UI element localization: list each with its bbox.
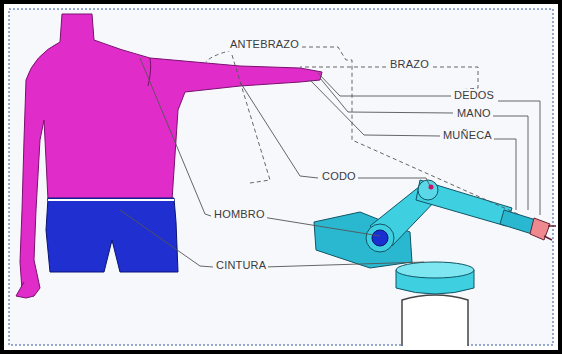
forearm-leader-human <box>232 55 270 183</box>
robot-pedestal <box>402 295 468 346</box>
part-label: HOMBRO <box>212 208 267 221</box>
waist-leader-human <box>120 210 213 267</box>
robot-forearm <box>416 180 512 226</box>
fingers-leader-human <box>318 73 451 96</box>
wrist-leader-human <box>310 80 440 136</box>
fingers-leader <box>498 101 540 215</box>
forearm-leader-robot <box>288 47 520 215</box>
human-body <box>20 14 322 296</box>
part-label: DEDOS <box>452 89 496 102</box>
robot-shoulder-hub <box>372 230 388 246</box>
shoulder-leader-human <box>140 58 211 216</box>
part-label: CINTURA <box>214 259 268 272</box>
part-label: MUÑECA <box>441 129 494 142</box>
human-figure <box>16 14 322 298</box>
leader-lines <box>120 47 540 267</box>
human-hand <box>16 282 34 298</box>
elbow-leader-human <box>240 82 318 178</box>
waistband <box>48 199 174 201</box>
hand-leader-human <box>320 78 453 113</box>
arm-leader-robot <box>426 67 478 90</box>
inner-frame <box>9 9 553 345</box>
robot-fingers <box>544 226 556 240</box>
human-shorts <box>46 198 178 272</box>
part-label: BRAZO <box>388 58 431 71</box>
robot-base-top <box>396 262 474 278</box>
part-label: CODO <box>320 170 358 183</box>
forearm-leader-human-arm <box>206 50 232 62</box>
arm-leader-human <box>300 67 386 68</box>
elbow-leader <box>352 178 430 186</box>
part-label: ANTEBRAZO <box>228 38 301 51</box>
robot-arm <box>314 180 556 346</box>
robot-shoulder-joint <box>366 224 394 252</box>
part-label: MANO <box>455 107 493 120</box>
waist-leader <box>264 262 424 267</box>
shoulder-leader <box>256 216 380 236</box>
wrist-leader <box>488 139 516 210</box>
